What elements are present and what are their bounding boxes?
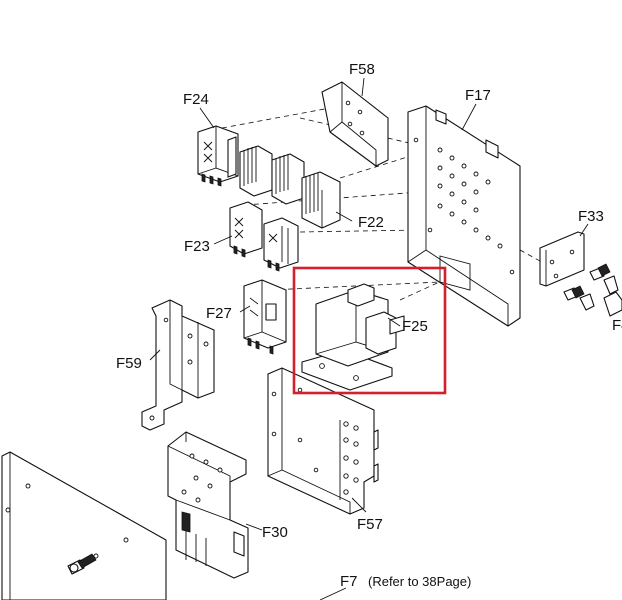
label-f22: F22 (358, 214, 384, 231)
part-f30-module (167, 431, 249, 579)
part-f57-bracket (267, 367, 379, 515)
part-f23-terminal-block (229, 201, 299, 272)
part-f58-bracket (321, 81, 389, 167)
part-f27-breaker (243, 279, 287, 355)
part-f22-fin-blocks (239, 145, 341, 229)
part-labels: F58 F17 F24 F22 F23 F33 F4 F27 F25 F59 F… (116, 61, 622, 590)
part-f24-terminal-block (197, 125, 239, 187)
part-f33-plate (539, 231, 585, 287)
label-f17: F17 (465, 87, 491, 104)
label-f7: F7 (340, 573, 358, 590)
label-f23: F23 (184, 238, 210, 255)
f17-hole-grid (413, 137, 515, 275)
label-f57: F57 (357, 516, 383, 533)
label-f4-partial: F4 (612, 317, 622, 334)
part-f25-transformer (301, 283, 405, 391)
label-f33: F33 (578, 208, 604, 225)
label-f27: F27 (206, 305, 232, 322)
label-f59: F59 (116, 355, 142, 372)
part-f59-bracket (141, 299, 215, 431)
f25-highlight-frame (292, 266, 447, 395)
label-f7-note: (Refer to 38Page) (368, 574, 471, 589)
label-f24: F24 (183, 91, 209, 108)
part-f7-panel (1, 451, 167, 600)
part-f17-mounting-plate (407, 105, 521, 327)
label-f25: F25 (402, 318, 428, 335)
leader-lines (149, 77, 589, 600)
part-screws-right (563, 263, 622, 317)
label-f30: F30 (262, 524, 288, 541)
label-f58: F58 (349, 61, 375, 78)
